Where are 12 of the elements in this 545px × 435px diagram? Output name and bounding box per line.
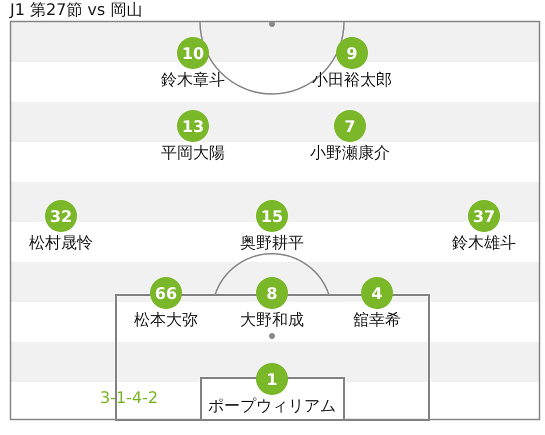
player-name: 小田裕太郎 <box>312 70 392 91</box>
player-name: 鈴木雄斗 <box>452 233 516 254</box>
player-name: 小野瀬康介 <box>310 143 390 164</box>
player-name: ポープウィリアム <box>208 396 336 417</box>
player-name: 鈴木章斗 <box>161 70 225 91</box>
player-name: 松村晟怜 <box>29 233 93 254</box>
player-name: 平岡大陽 <box>161 143 225 164</box>
player-name: 奥野耕平 <box>240 233 304 254</box>
match-title: J1 第27節 vs 岡山 <box>10 0 142 21</box>
player-name: 舘幸希 <box>353 310 401 331</box>
player-name: 松本大弥 <box>134 310 198 331</box>
player-name: 大野和成 <box>240 310 304 331</box>
